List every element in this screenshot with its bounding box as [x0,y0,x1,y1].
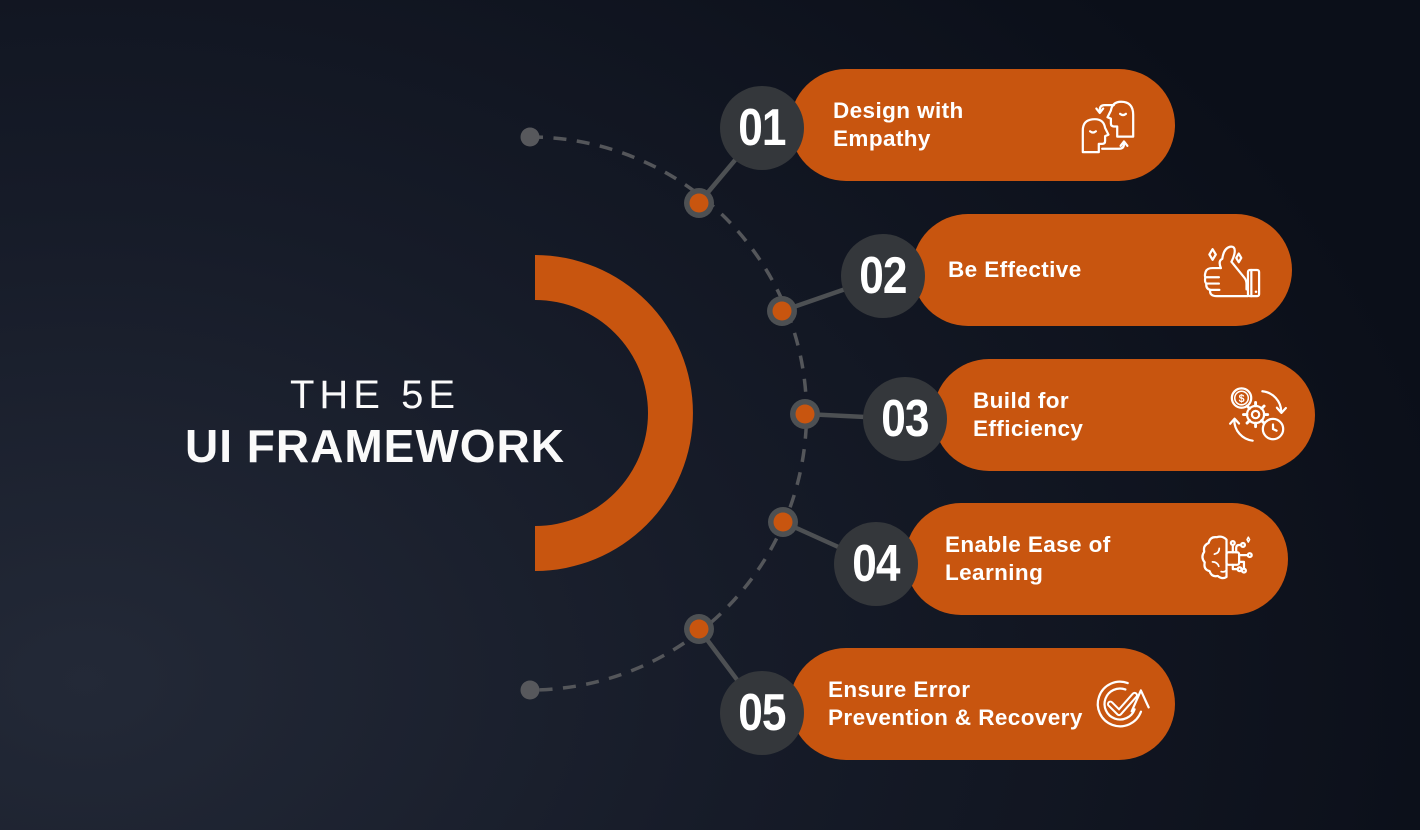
empathy-heads-icon [1077,94,1139,156]
orange-half-ring [535,255,693,571]
item-number-05: 05 [720,671,804,755]
item-label-01: Design with Empathy [833,98,964,151]
arc-start-dot [520,127,540,147]
arc-nodes [684,188,820,644]
money-gear-clock-icon: $ [1227,384,1289,446]
brain-circuit-icon [1196,528,1258,590]
item-pill-04: Enable Ease of Learning [905,503,1288,615]
title-line1: THE 5E [289,373,461,417]
svg-text:$: $ [1239,393,1245,405]
item-label-05: Ensure Error Prevention & Recovery [828,677,1083,730]
title-block: THE 5E UI FRAMEWORK [170,372,580,471]
item-pill-03: Build for Efficiency $ [933,359,1315,471]
title-line2: UI FRAMEWORK [185,420,565,472]
item-label-04: Enable Ease of Learning [945,532,1111,585]
item-pill-01: Design with Empathy [790,69,1175,181]
item-label-03: Build for Efficiency [973,388,1084,441]
item-number-01: 01 [720,86,804,170]
item-label-02: Be Effective [948,257,1082,282]
item-pill-02: Be Effective [912,214,1292,326]
item-pill-05: Ensure Error Prevention & Recovery [790,648,1175,760]
item-number-04: 04 [834,522,918,606]
arc-end-dot [520,680,540,700]
thumbs-up-sparkles-icon [1200,239,1262,301]
circular-arrow-check-icon [1091,673,1153,735]
item-number-03: 03 [863,377,947,461]
item-number-02: 02 [841,234,925,318]
